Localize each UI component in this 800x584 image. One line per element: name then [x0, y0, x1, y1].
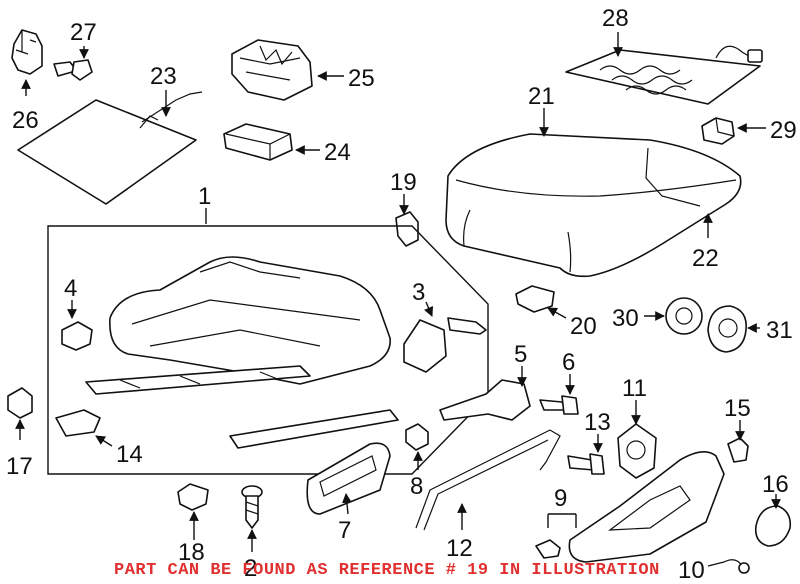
callout-5: 5: [514, 341, 527, 368]
part-10-cable: [707, 559, 750, 574]
part-26-bracket: [11, 29, 43, 96]
part-29-sensor: [701, 117, 766, 145]
callout-labels: 1 2 3 4 5 6 7 8 9 10 11 12 13 14 15 16 1…: [6, 5, 797, 584]
part-2-screw: [241, 485, 263, 552]
callout-3: 3: [412, 279, 425, 306]
part-16-knob: [754, 494, 792, 547]
callout-26: 26: [12, 107, 39, 134]
part-17-clip: [7, 387, 33, 440]
part-30-trim: [644, 297, 703, 335]
callout-21: 21: [528, 83, 555, 110]
part-11-gear-plate: [617, 400, 657, 479]
callout-14: 14: [116, 441, 143, 468]
callout-8: 8: [410, 473, 423, 500]
part-25-module: [231, 39, 344, 101]
callout-29: 29: [770, 117, 797, 144]
callout-16: 16: [762, 471, 789, 498]
callout-4: 4: [64, 275, 77, 302]
part-20-switch: [515, 285, 567, 319]
part-19-bracket: [395, 194, 419, 247]
callout-13: 13: [584, 409, 611, 436]
callout-2: 2: [244, 555, 257, 582]
callout-19: 19: [390, 169, 417, 196]
part-12-rod: [415, 429, 561, 531]
part-27-bolt: [53, 46, 93, 81]
callout-22: 22: [692, 245, 719, 272]
callout-25: 25: [348, 65, 375, 92]
callout-6: 6: [562, 349, 575, 376]
part-28-cushion-heater: [565, 32, 763, 105]
reference-notice: PART CAN BE FOUND AS REFERENCE # 19 IN I…: [114, 561, 660, 580]
part-31-cover: [707, 305, 760, 353]
callout-1: 1: [198, 183, 211, 210]
callout-15: 15: [724, 395, 751, 422]
part-8-clip: [405, 423, 429, 470]
callout-27: 27: [70, 19, 97, 46]
callout-23: 23: [150, 63, 177, 90]
callout-9: 9: [554, 485, 567, 512]
part-18-clip: [177, 483, 209, 540]
part-9-side-shield: [535, 451, 725, 563]
part-24-control-unit: [223, 123, 320, 161]
callout-30: 30: [612, 305, 639, 332]
callout-10: 10: [678, 557, 705, 584]
callout-18: 18: [178, 539, 205, 566]
part-23-heater-mat: [17, 90, 203, 205]
callout-12: 12: [446, 535, 473, 562]
callout-20: 20: [570, 313, 597, 340]
part-21-seat-cushion: [445, 108, 742, 278]
callout-11: 11: [622, 375, 647, 402]
callout-31: 31: [766, 317, 793, 344]
part-7-side-trim: [306, 442, 391, 515]
callout-7: 7: [338, 517, 351, 544]
part-13-screw: [567, 434, 605, 475]
part-5-bracket: [439, 366, 531, 421]
callout-28: 28: [602, 5, 629, 32]
callout-24: 24: [324, 139, 351, 166]
part-6-bolt: [539, 374, 579, 415]
callout-17: 17: [6, 453, 33, 480]
part-15-clip: [727, 420, 749, 463]
